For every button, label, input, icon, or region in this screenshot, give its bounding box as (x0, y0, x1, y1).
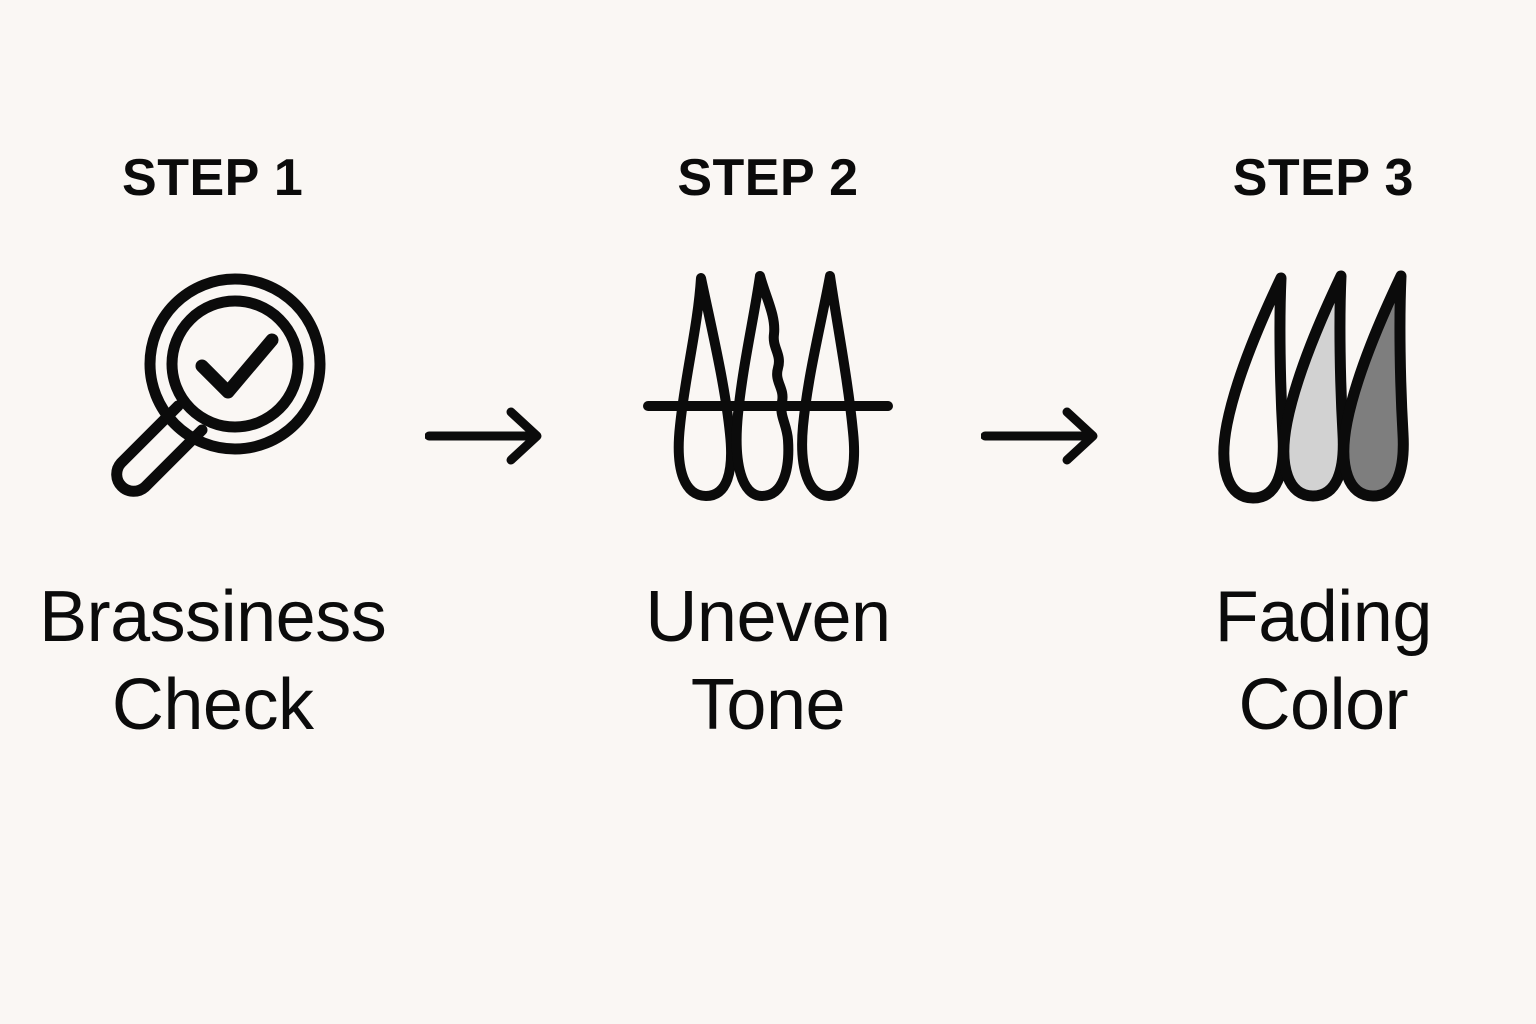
step-card-3: STEP 3 Fading Color (1111, 0, 1536, 750)
hair-strands-scalp-icon (618, 236, 918, 536)
step-card-1: STEP 1 Brassiness Check (0, 0, 425, 750)
step-label-2: Uneven Tone (645, 574, 891, 750)
step-label-1-line-2: Check (111, 664, 314, 745)
step-label-1: Brassiness Check (39, 574, 387, 750)
step-label-2-line-2: Tone (690, 664, 846, 745)
step-heading-2: STEP 2 (677, 149, 859, 207)
step-heading-3: STEP 3 (1232, 149, 1414, 207)
step-label-3: Fading Color (1214, 574, 1433, 750)
step-label-3-line-1: Fading (1214, 577, 1433, 657)
step-label-1-line-1: Brassiness (39, 577, 387, 657)
step-label-2-line-1: Uneven (645, 577, 891, 657)
step-label-3-line-2: Color (1238, 664, 1409, 745)
connector-1 (425, 0, 555, 466)
arrow-right-icon (425, 407, 542, 465)
arrow-right-icon (980, 407, 1098, 465)
step-card-2: STEP 2 Uneven Tone (555, 0, 980, 750)
magnifier-check-icon (63, 236, 363, 536)
hair-strands-fading-icon (1173, 236, 1473, 536)
connector-2 (980, 0, 1111, 466)
step-heading-1: STEP 1 (122, 149, 304, 207)
